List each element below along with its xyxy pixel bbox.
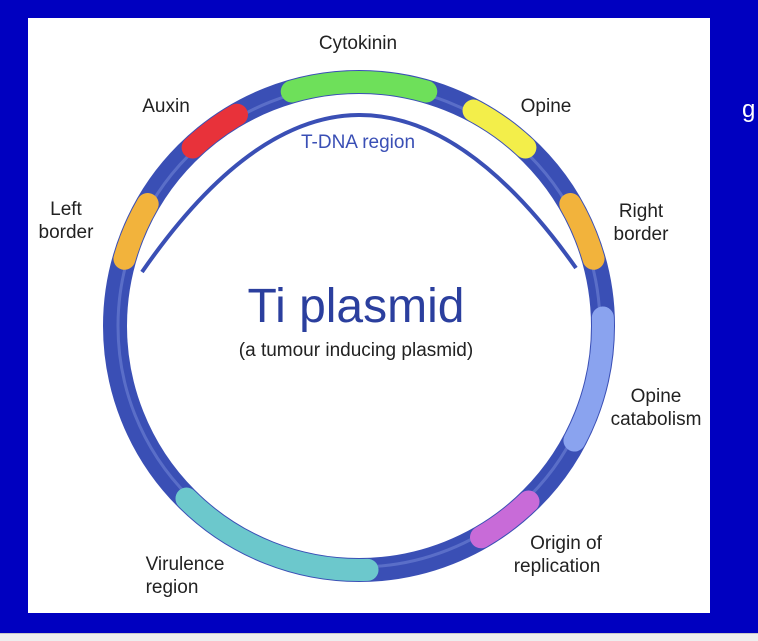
label-virulence-1: Virulence [146,554,225,575]
segment-virulence [175,487,379,581]
diagram-title: Ti plasmid [248,280,465,333]
slide-text-fragment: g [742,96,756,123]
label-opine: Opine [521,96,572,117]
label-origin-1: Origin of [530,533,603,554]
label-left-border-2: border [39,222,95,243]
segment-auxin [181,103,248,159]
segment-origin [470,490,540,549]
label-right-border-1: Right [619,201,664,222]
plasmid-ring [103,70,615,582]
label-opine-catabolism-1: Opine [631,386,682,407]
t-dna-label: T-DNA region [301,132,415,153]
label-opine-catabolism-2: catabolism [611,409,702,430]
label-right-border-2: border [614,224,670,245]
t-dna-arc [140,113,578,274]
label-origin-2: replication [514,556,601,577]
label-auxin: Auxin [142,96,190,117]
bottom-bar [0,633,758,641]
segment-opine [462,99,537,159]
segment-left-border [113,193,159,270]
label-virulence-2: region [146,577,199,598]
segment-right-border [559,193,605,270]
label-left-border-1: Left [50,199,82,220]
diagram-subtitle: (a tumour inducing plasmid) [239,340,473,361]
segment-cytokinin [280,71,438,103]
label-cytokinin: Cytokinin [319,33,397,54]
segment-opine-catabolism [563,306,614,452]
